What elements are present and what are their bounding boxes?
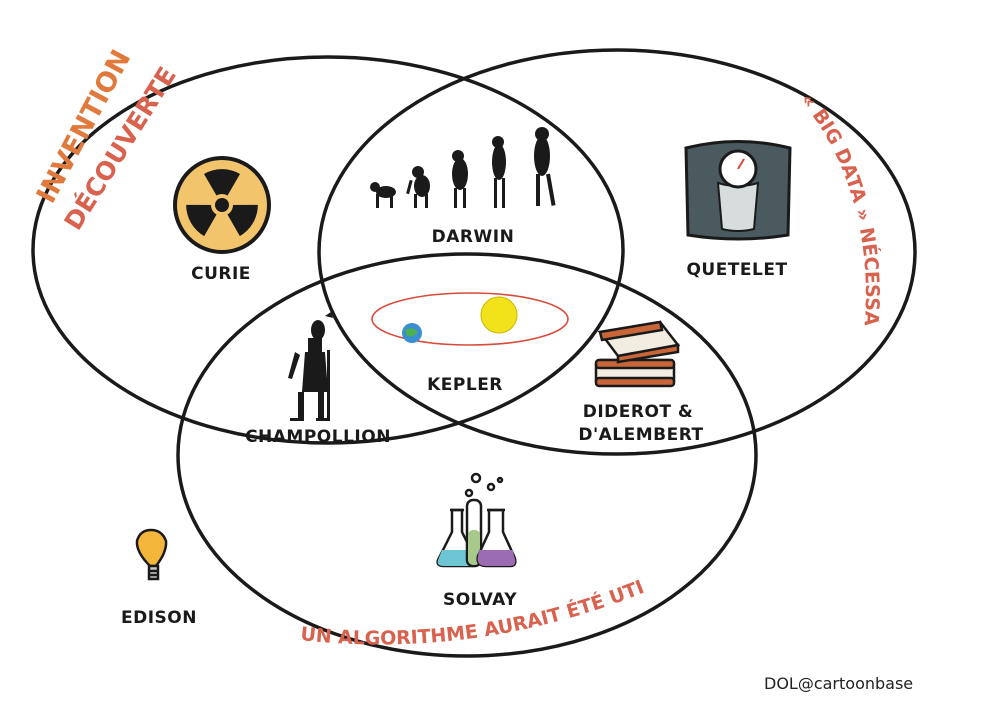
invention-circle — [31, 55, 625, 445]
darwin-label: DARWIN — [432, 227, 515, 247]
algorithm-circle — [176, 252, 758, 658]
solvay-label: SOLVAY — [443, 590, 517, 610]
scale-icon — [684, 140, 792, 241]
edison-label: EDISON — [121, 608, 197, 628]
lab-flasks-icon — [436, 472, 517, 568]
quetelet-label: QUETELET — [686, 260, 787, 280]
curie-label: CURIE — [191, 264, 251, 284]
credit-text: DOL@cartoonbase — [764, 674, 913, 693]
radiation-icon — [173, 156, 271, 254]
big-data-circle — [317, 48, 917, 456]
lightbulb-icon — [135, 528, 168, 581]
champollion-label: CHAMPOLLION — [245, 427, 391, 447]
books-icon — [594, 320, 681, 388]
evolution-icon — [370, 127, 556, 208]
diderot-label-line2: D'ALEMBERT — [578, 425, 703, 445]
kepler-label: KEPLER — [427, 375, 503, 395]
egyptian-god-icon — [288, 312, 333, 421]
orbit-icon — [371, 292, 569, 346]
diderot-label-line1: DIDEROT & — [583, 402, 694, 422]
